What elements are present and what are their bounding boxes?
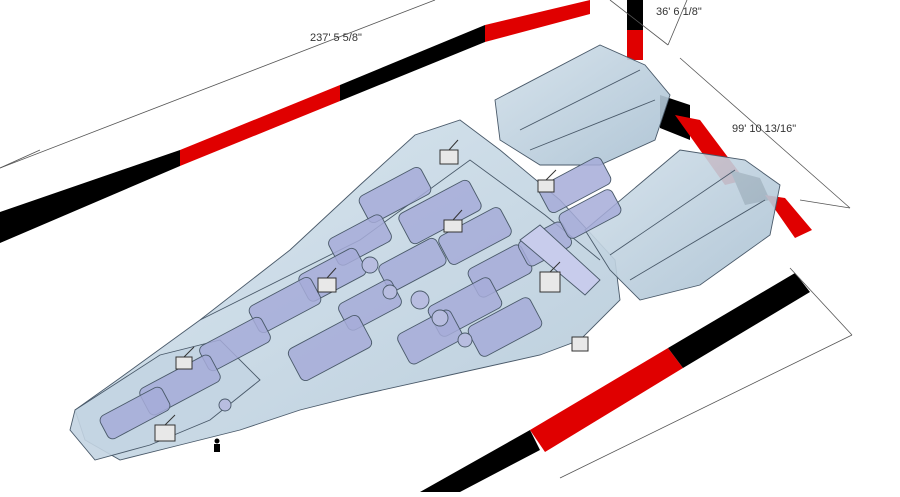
dimension-length-label: 237' 5 5/8" [310,32,362,44]
engine-pod-upper [494,44,671,166]
runway-stripe-vertical [627,0,643,60]
deck-domes [218,256,473,412]
dimension-width-label: 99' 10 13/16" [732,123,796,135]
turret-icon [539,261,561,293]
spaceship-model[interactable] [69,44,781,461]
deck-panels [99,156,622,440]
dimension-bottom [559,267,853,479]
dimension-length [0,0,436,169]
turret-icon [443,209,463,233]
dimension-width [679,57,851,209]
hull-trench [519,224,601,296]
engine-pod-lower [584,149,781,301]
dimension-height [609,0,688,46]
turrets [154,139,589,442]
runway-stripe-bottom [420,273,810,492]
scale-figure-icon [214,438,220,452]
runway-stripe-top [0,0,590,243]
turret-icon [175,346,195,370]
turret-icon [537,169,557,193]
dimension-height-label: 36' 6 1/8" [656,6,702,18]
turret-icon [154,414,176,442]
turret-icon [439,139,459,165]
turret-icon [571,336,589,352]
turret-icon [317,267,337,293]
